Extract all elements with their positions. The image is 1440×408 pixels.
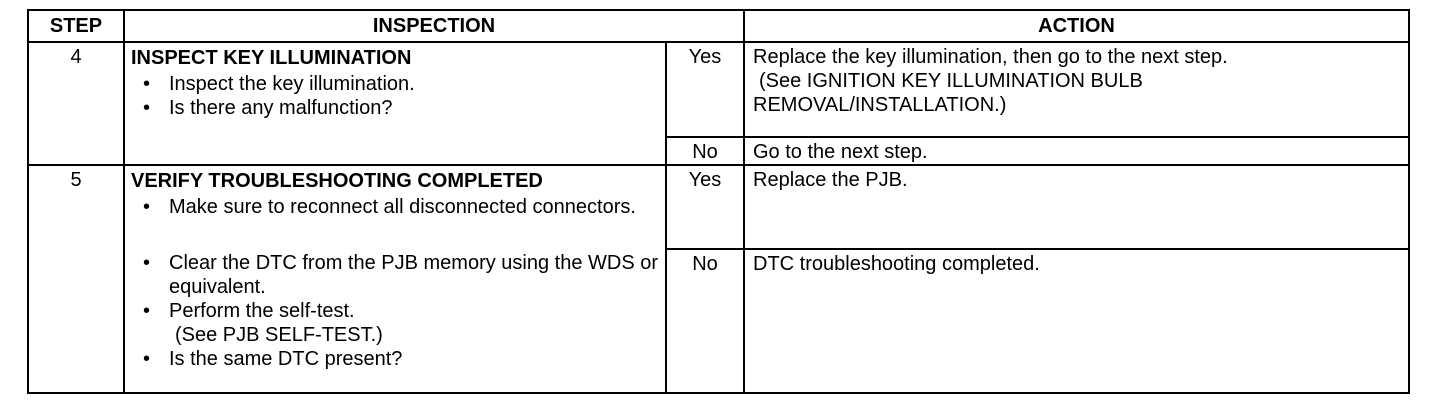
table-row-step-4-yes: 4 INSPECT KEY ILLUMINATION •Inspect the … xyxy=(27,41,1410,166)
bullet-icon: • xyxy=(143,252,151,274)
list-item: •Perform the self-test.(See PJB SELF-TES… xyxy=(131,299,659,347)
header-action: ACTION xyxy=(743,9,1410,43)
inspection-cell-cont: •Clear the DTC from the PJB memory using… xyxy=(123,249,667,394)
step-number: 4 xyxy=(27,41,125,166)
yes-label: Yes xyxy=(665,41,745,138)
inspection-bullets: •Inspect the key illumination. •Is there… xyxy=(131,72,659,120)
inspection-bullets: •Clear the DTC from the PJB memory using… xyxy=(131,251,659,371)
action-text: Replace the key illumination, then go to… xyxy=(753,46,1228,68)
list-item: •Is the same DTC present? xyxy=(143,348,403,370)
action-cell: Replace the key illumination, then go to… xyxy=(743,41,1410,138)
bullet-icon: • xyxy=(143,348,151,370)
self-test-reference: (See PJB SELF-TEST.) xyxy=(175,324,383,346)
step-number: 5 xyxy=(27,164,125,394)
diagnostic-table: STEP INSPECTION ACTION 4 INSPECT KEY ILL… xyxy=(27,9,1410,394)
header-row: STEP INSPECTION ACTION xyxy=(27,9,1410,43)
table-row-step-5-yes: 5 VERIFY TROUBLESHOOTING COMPLETED •Make… xyxy=(27,164,1410,394)
bullet-icon: • xyxy=(143,300,151,322)
bullet-icon: • xyxy=(143,196,151,218)
action-text: Replace the PJB. xyxy=(743,164,1410,250)
action-reference-cont: REMOVAL/INSTALLATION.) xyxy=(753,94,1007,116)
list-item: •Inspect the key illumination. xyxy=(143,73,415,95)
list-item: •Is there any malfunction? xyxy=(143,97,393,119)
inspection-cell: VERIFY TROUBLESHOOTING COMPLETED •Make s… xyxy=(123,164,667,249)
bullet-icon: • xyxy=(143,97,151,119)
bullet-icon: • xyxy=(143,73,151,95)
inspection-title: VERIFY TROUBLESHOOTING COMPLETED xyxy=(131,170,543,192)
inspection-bullets: •Make sure to reconnect all disconnected… xyxy=(131,195,659,219)
action-text: DTC troubleshooting completed. xyxy=(743,248,1410,394)
action-text: Go to the next step. xyxy=(743,136,1410,166)
header-inspection: INSPECTION xyxy=(123,9,745,43)
list-item: •Clear the DTC from the PJB memory using… xyxy=(143,252,659,298)
table-row-step-5-no: •Clear the DTC from the PJB memory using… xyxy=(28,248,1410,394)
no-label: No xyxy=(665,248,745,394)
list-item: •Make sure to reconnect all disconnected… xyxy=(143,196,636,218)
yes-label: Yes xyxy=(665,164,745,250)
header-step: STEP xyxy=(27,9,125,43)
inspection-title: INSPECT KEY ILLUMINATION xyxy=(131,47,412,69)
no-label: No xyxy=(665,136,745,166)
action-reference: (See IGNITION KEY ILLUMINATION BULB xyxy=(759,70,1143,92)
inspection-cell: INSPECT KEY ILLUMINATION •Inspect the ke… xyxy=(123,41,667,166)
table-row-step-4-no: No Go to the next step. xyxy=(28,136,1410,166)
